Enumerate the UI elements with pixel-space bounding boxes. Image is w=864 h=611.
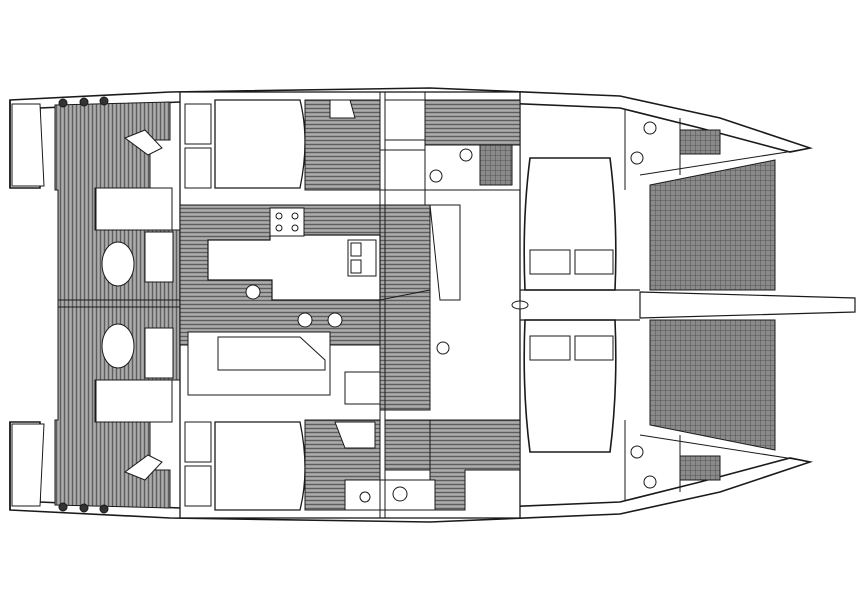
stove-icon — [269, 207, 305, 237]
starboard-hull-cabins — [184, 419, 521, 511]
winch-icon — [58, 98, 68, 108]
shower-tray — [479, 144, 513, 186]
cockpit-deck — [54, 101, 181, 509]
winch-icon — [79, 97, 89, 107]
toilet-icon — [643, 121, 657, 135]
sink-icon — [359, 491, 371, 503]
starboard-head — [344, 479, 436, 511]
stool-icon — [245, 284, 261, 300]
toilet-icon — [459, 148, 473, 162]
cockpit-bench-starboard — [95, 379, 173, 423]
stool-icon — [327, 312, 343, 328]
trampoline-area — [639, 149, 856, 461]
cockpit-teak-floor — [54, 101, 181, 509]
trampoline-net-starboard — [649, 319, 776, 451]
nav-station — [429, 204, 461, 301]
aft-steps — [11, 103, 45, 507]
cockpit-table-port — [101, 241, 135, 287]
port-aft-cabin-bed — [214, 99, 306, 189]
cockpit-furniture — [95, 129, 174, 481]
winch-icon — [99, 504, 109, 514]
winch-icon — [99, 96, 109, 106]
toilet-icon — [630, 445, 644, 459]
starboard-aft-cabin-bed — [214, 421, 306, 511]
toilet-icon — [643, 475, 657, 489]
winch-group — [58, 96, 109, 514]
winch-icon — [58, 502, 68, 512]
cockpit-bench-port — [95, 187, 173, 231]
port-hull-cabins — [184, 99, 521, 191]
forward-cabins — [511, 110, 721, 500]
sink-icon — [347, 239, 377, 277]
forward-beam — [639, 291, 856, 319]
toilet-icon — [392, 486, 408, 502]
trampoline-net-port — [649, 159, 776, 291]
cockpit-table-starboard — [101, 323, 135, 369]
winch-icon — [79, 503, 89, 513]
toilet-icon — [630, 151, 644, 165]
stool-icon — [297, 312, 313, 328]
helm-icon — [436, 341, 450, 355]
toilet-icon — [429, 169, 443, 183]
bulkheads — [379, 92, 521, 518]
